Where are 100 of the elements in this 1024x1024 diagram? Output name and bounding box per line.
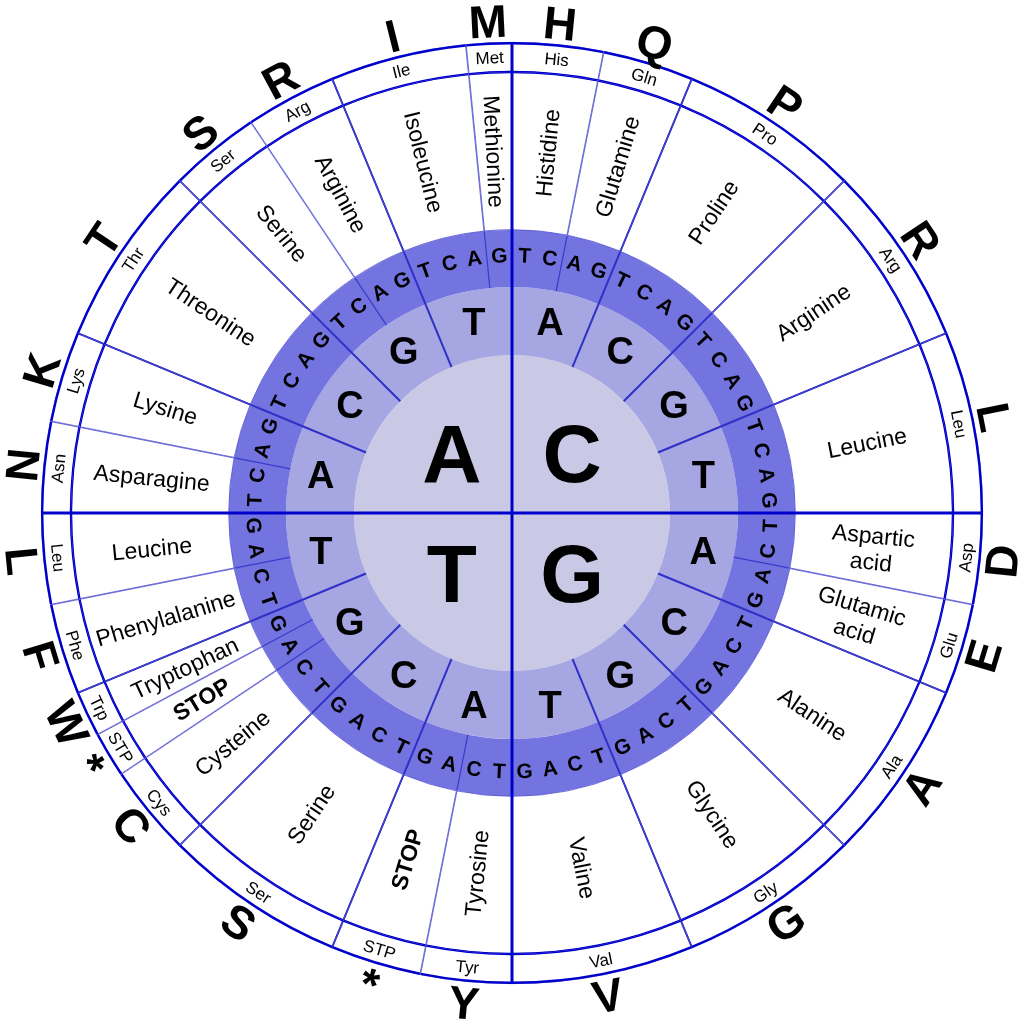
base-letter: G: [731, 390, 760, 415]
base-letter: C: [439, 249, 460, 276]
base-letter: A: [422, 407, 482, 499]
ring-segment: [425, 658, 512, 739]
base-letter: G: [265, 610, 293, 636]
base-letter: T: [742, 416, 769, 436]
base-letter: A: [536, 301, 564, 344]
base-letter: C: [754, 541, 780, 561]
amino-acid-name: Leucine: [110, 531, 194, 566]
base-letter: T: [309, 530, 333, 573]
base-letter: T: [611, 266, 634, 293]
base-letter: G: [490, 243, 509, 268]
base-letter: A: [754, 465, 780, 485]
base-letter: T: [256, 589, 283, 610]
base-letter: T: [757, 518, 782, 533]
ring-segment: [425, 790, 513, 955]
base-letter: T: [492, 758, 507, 783]
base-letter: C: [540, 245, 560, 271]
base-letter: G: [242, 516, 267, 535]
base-letter: T: [462, 301, 486, 344]
ring-segment: [70, 426, 235, 514]
amino-acid-abbreviation: His: [543, 49, 570, 71]
amino-acid-name: Aspartic acid: [830, 518, 917, 577]
amino-acid-name: Leucine: [825, 421, 910, 464]
ring-segment: [944, 512, 984, 605]
ring-segment: [40, 512, 80, 605]
amino-acid-abbreviation: Tyr: [454, 956, 480, 978]
amino-acid-abbreviation: Thr: [118, 244, 149, 276]
base-letter: A: [439, 750, 460, 777]
base-letter: G: [540, 527, 604, 619]
base-letter: C: [564, 750, 585, 777]
amino-acid-abbreviation: Met: [475, 47, 505, 69]
ring-segment: [286, 426, 367, 513]
base-letter: G: [335, 600, 365, 643]
amino-acid-name: Histidine: [530, 107, 565, 198]
amino-acid-abbreviation: Arg: [281, 96, 314, 126]
base-letter: C: [248, 565, 275, 586]
ring-segment: [468, 71, 513, 232]
amino-acid-abbreviation: Glu: [935, 630, 962, 661]
ring-segment: [420, 945, 513, 985]
base-letter: C: [660, 600, 688, 643]
base-letter: C: [244, 465, 270, 485]
base-letter: T: [415, 256, 435, 283]
amino-acid-abbreviation: Ala: [876, 751, 907, 783]
amino-acid-name: Methionine: [478, 94, 510, 209]
ring-segment: [40, 421, 80, 514]
base-letter: A: [460, 683, 488, 726]
base-letter: T: [517, 243, 532, 267]
base-letter: C: [542, 407, 602, 499]
amino-acid-abbreviation: Asn: [47, 452, 70, 484]
base-letter: T: [731, 612, 759, 634]
base-letter: G: [388, 330, 419, 373]
ring-segment: [286, 513, 367, 600]
base-letter: A: [689, 530, 717, 573]
base-letter: G: [255, 414, 283, 438]
base-letter: T: [691, 454, 715, 497]
ring-segment: [465, 41, 513, 75]
amino-acid-abbreviation: Lys: [63, 365, 89, 396]
ring-segment: [511, 41, 604, 81]
base-letter: G: [757, 491, 782, 510]
base-letter: A: [307, 454, 335, 497]
base-letter: G: [515, 758, 534, 783]
base-letter: G: [659, 383, 689, 426]
base-letter: T: [265, 391, 292, 414]
ring-segment: [512, 658, 599, 739]
amino-acid-name: Lysine: [130, 386, 201, 430]
base-letter: T: [391, 732, 413, 760]
base-letter: G: [741, 588, 769, 612]
amino-acid-abbreviation: Phe: [61, 628, 89, 663]
amino-acid-abbreviation: Pro: [748, 118, 782, 150]
base-letter: A: [540, 755, 560, 781]
base-letter: T: [426, 527, 477, 619]
amino-acid-name: Tyrosine: [459, 828, 494, 918]
base-letter: C: [749, 440, 776, 461]
base-letter: G: [587, 256, 611, 284]
base-letter: G: [389, 265, 414, 294]
amino-acid-abbreviation: Trp: [85, 692, 114, 724]
one-letter-code: M: [467, 0, 509, 49]
base-letter: A: [244, 541, 270, 561]
base-letter: G: [413, 742, 437, 770]
base-letter: C: [389, 654, 418, 697]
amino-acid-name: Asparagine: [92, 458, 211, 497]
amino-acid-name: STOP: [385, 825, 429, 893]
base-letter: G: [605, 654, 636, 697]
base-letter: A: [464, 245, 484, 271]
base-letter: G: [609, 732, 635, 760]
ring-segment: [425, 287, 512, 368]
base-letter: A: [749, 565, 776, 586]
one-letter-code: H: [541, 0, 580, 51]
ring-segment: [657, 426, 738, 513]
amino-acid-abbreviation: Arg: [875, 243, 907, 277]
one-letter-code: N: [0, 445, 50, 484]
amino-acid-abbreviation: Asp: [955, 542, 978, 574]
amino-acid-name: Isoleucine: [398, 108, 450, 216]
base-letter: C: [606, 330, 635, 373]
base-letter: T: [242, 493, 266, 508]
base-letter: C: [336, 383, 364, 426]
base-letter: T: [538, 683, 562, 726]
base-letter: A: [564, 249, 585, 276]
base-letter: C: [464, 755, 484, 781]
